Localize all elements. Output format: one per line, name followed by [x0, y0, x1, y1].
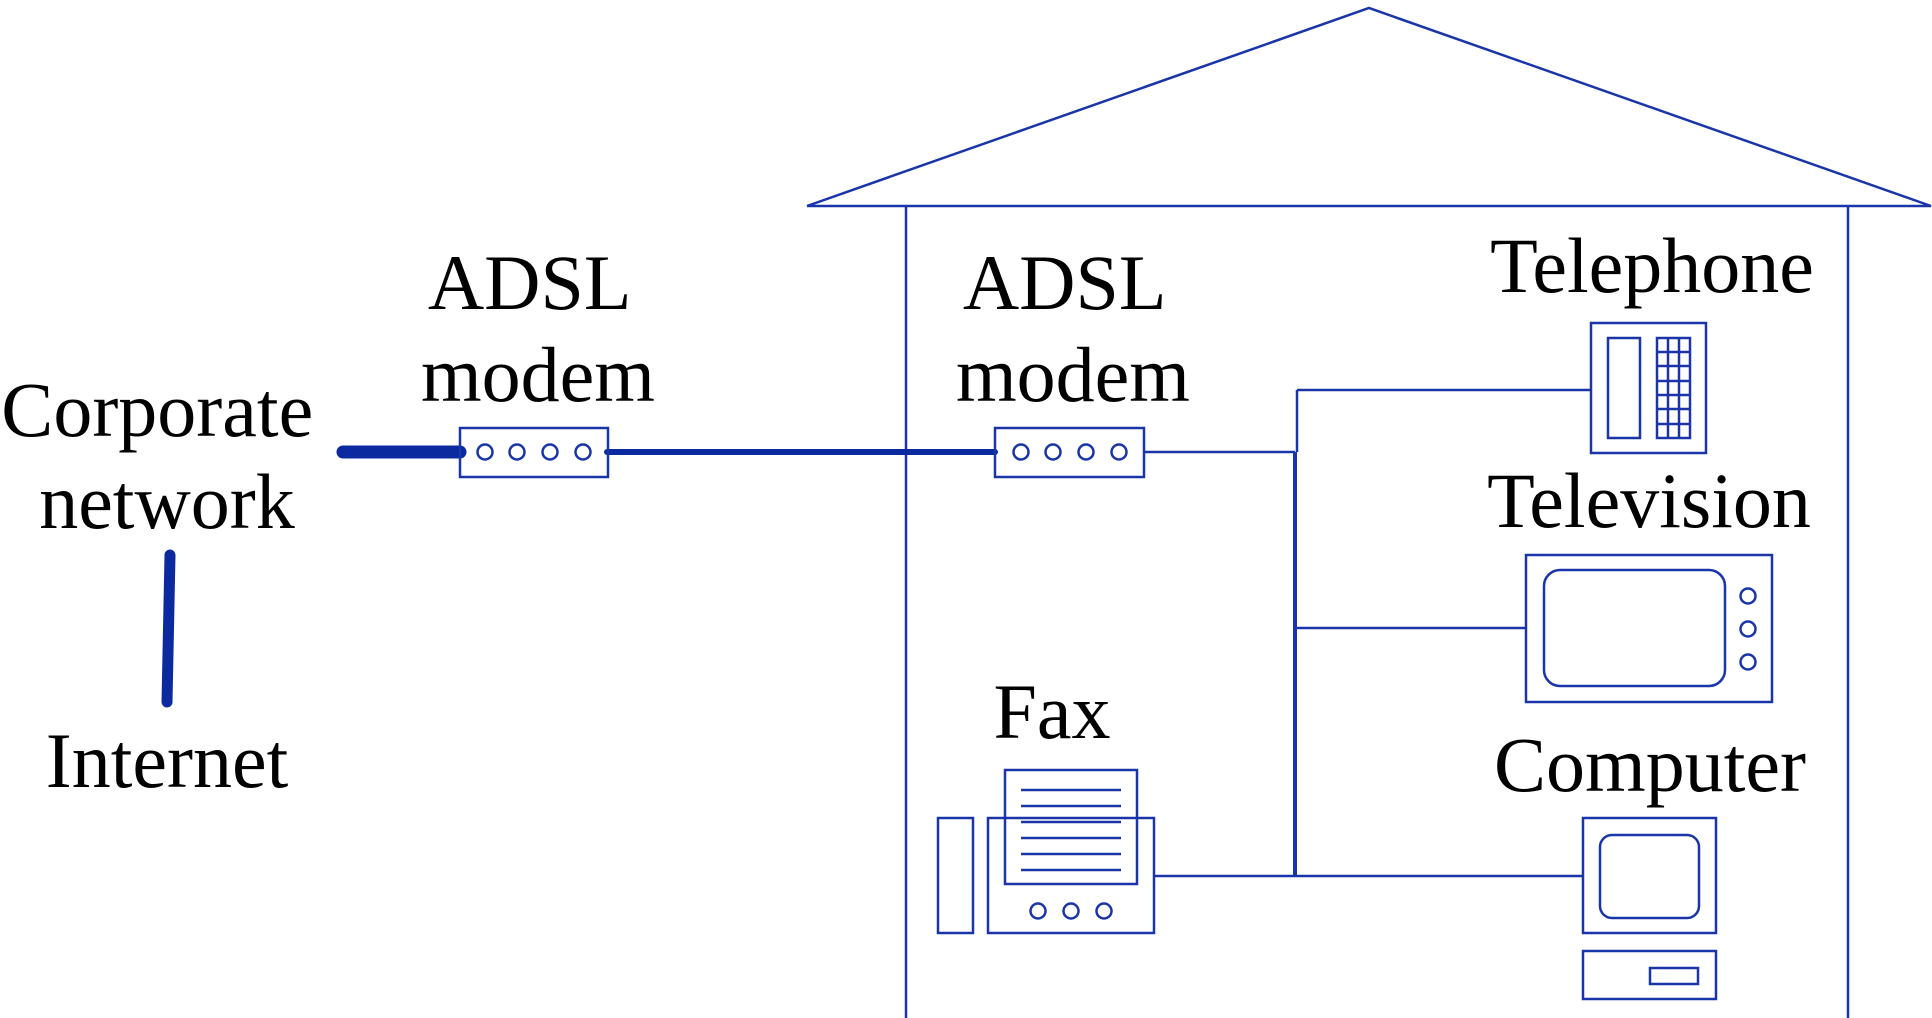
house-outline — [806, 6, 1932, 1018]
telephone-icon — [1589, 321, 1708, 455]
corporate-network-label: Corporate network — [1, 366, 332, 545]
office-modem-label: ADSL modem — [421, 239, 655, 418]
fax-icon — [936, 768, 1156, 935]
television-label: Television — [1487, 457, 1811, 544]
modem-icon — [993, 426, 1146, 479]
computer-icon — [1581, 816, 1718, 1001]
computer-label: Computer — [1494, 721, 1806, 808]
modem-icon — [458, 426, 610, 479]
internet-link — [161, 549, 176, 708]
fax-label: Fax — [994, 668, 1111, 755]
television-icon — [1524, 553, 1774, 704]
home-modem-label: ADSL modem — [956, 239, 1190, 418]
telephone-label: Telephone — [1490, 222, 1814, 309]
home-wiring — [1144, 388, 1591, 878]
internet-label: Internet — [46, 717, 289, 804]
house-roof — [806, 6, 1932, 208]
